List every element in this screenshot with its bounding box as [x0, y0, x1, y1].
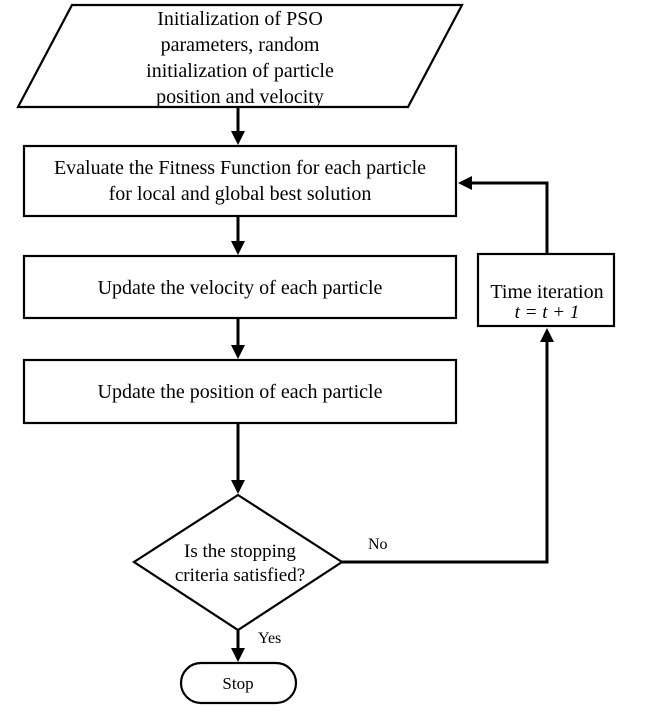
arrowhead-loop-evaluate	[458, 176, 472, 190]
init-text-line-3: initialization of particle	[146, 60, 334, 82]
edge-time-iteration-to-evaluate	[470, 181, 549, 254]
evaluate-box	[22, 144, 458, 218]
node-evaluate: Evaluate the Fitness Function for each p…	[22, 144, 458, 218]
arrowhead-decision	[231, 480, 245, 494]
decision-text-line-1: Is the stopping	[184, 541, 296, 562]
decision-text-line-2: criteria satisfied?	[175, 565, 305, 586]
edge-decision-to-time-iteration	[342, 340, 549, 564]
node-decision: Is the stopping criteria satisfied?	[131, 493, 345, 632]
init-text-line-2: parameters, random	[161, 34, 320, 56]
update-position-box	[22, 358, 458, 425]
node-init: Initialization of PSO parameters, random…	[16, 3, 464, 109]
init-text-line-4: position and velocity	[156, 86, 324, 108]
arrowhead-position	[231, 345, 245, 359]
edges	[231, 108, 554, 662]
update-velocity-box	[22, 254, 458, 320]
evaluate-text-line-1: Evaluate the Fitness Function for each p…	[54, 157, 426, 179]
node-time-iteration: Time iteration t = t + 1	[476, 252, 616, 328]
arrowhead-time-iteration	[540, 328, 554, 342]
time-iteration-text-line-1: Time iteration	[490, 281, 603, 303]
arrowhead-stop	[231, 648, 245, 662]
stop-terminator	[179, 661, 298, 705]
node-stop: Stop	[179, 661, 298, 705]
init-parallelogram	[16, 3, 464, 109]
edge-label-no: No	[368, 536, 388, 553]
node-update-position: Update the position of each particle	[22, 358, 458, 425]
init-text-line-1: Initialization of PSO	[157, 8, 323, 30]
node-update-velocity: Update the velocity of each particle	[22, 254, 458, 320]
stop-text: Stop	[222, 674, 253, 693]
evaluate-text-line-2: for local and global best solution	[109, 183, 372, 205]
edge-label-yes: Yes	[258, 630, 281, 647]
update-position-text: Update the position of each particle	[98, 381, 383, 403]
decision-diamond	[131, 493, 345, 632]
update-velocity-text: Update the velocity of each particle	[98, 277, 383, 299]
time-iteration-box	[476, 252, 616, 328]
arrowhead-velocity	[231, 241, 245, 255]
arrowhead-evaluate	[231, 131, 245, 145]
time-iteration-text-line-2: t = t + 1	[515, 302, 580, 323]
